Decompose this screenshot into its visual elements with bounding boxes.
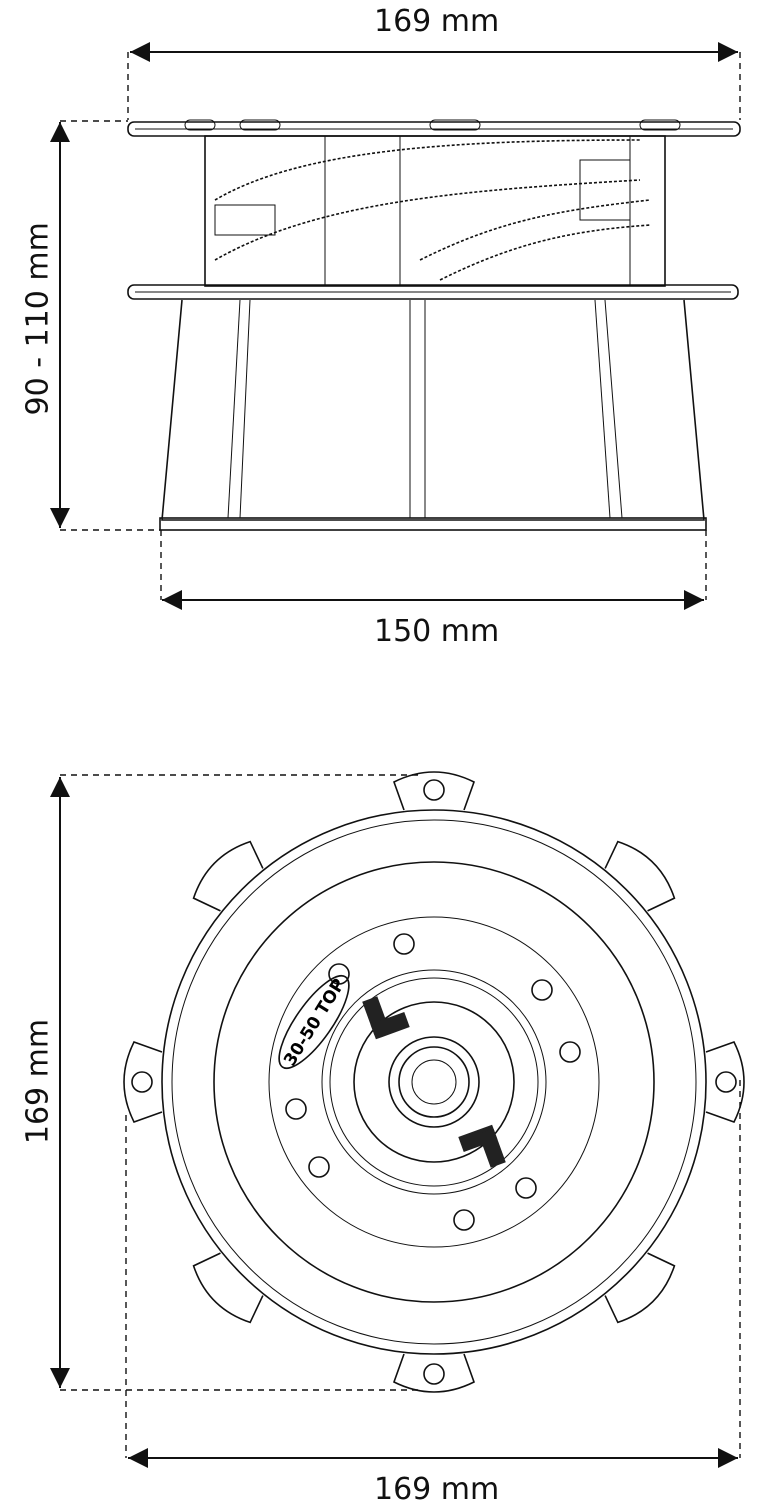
- dimension-base-width: [160, 530, 707, 610]
- side-view: [50, 42, 741, 610]
- dimension-height: [50, 120, 160, 531]
- top-view: 30-50 TOP: [50, 771, 745, 1468]
- top-view-width-label: 169 mm: [374, 1472, 500, 1507]
- top-plate: [127, 119, 741, 137]
- dimension-top-view-height: [50, 774, 420, 1391]
- top-width-label: 169 mm: [374, 4, 500, 39]
- height-adjustment-screw: [204, 135, 666, 287]
- base-width-label: 150 mm: [374, 614, 500, 649]
- middle-plate: [127, 284, 739, 300]
- height-label: 90 - 110 mm: [20, 222, 56, 416]
- mounting-lugs: [123, 771, 745, 1393]
- imprint-label: 30-50 TOP: [278, 974, 350, 1070]
- pedestal-plan: 30-50 TOP: [123, 771, 745, 1393]
- dimension-top-view-width: [125, 1080, 741, 1468]
- ribs: [362, 996, 506, 1168]
- top-view-height-label: 169 mm: [20, 1018, 56, 1145]
- base: [159, 299, 707, 531]
- bolt-holes: [285, 933, 581, 1231]
- dimension-top-width: [127, 42, 741, 120]
